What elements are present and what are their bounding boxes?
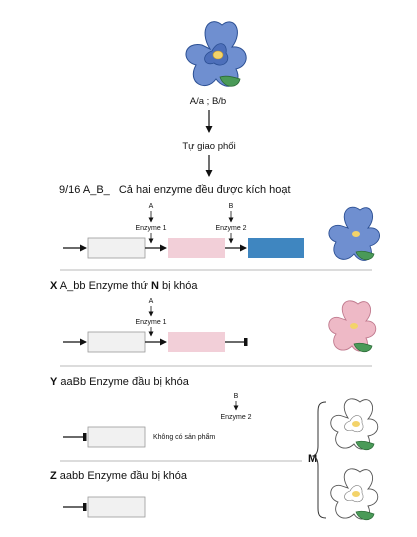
class2-header: X A_bb Enzyme thứ N bị khóa [50,280,198,292]
blue-pigment-box [248,238,304,258]
block-mark-4 [83,503,87,511]
precursor-box-3 [87,426,146,448]
class4-header: Z aabb Enzyme đầu bị khóa [50,470,188,482]
class2-desc-var: N [151,280,159,292]
precursor-box [87,237,146,259]
white-flower-icon-1 [330,398,379,451]
class4-genotype: aabb [60,470,84,482]
bracket [311,401,327,519]
white-flower-icon-2 [330,468,379,521]
gene-a-label-2: A [149,298,154,305]
class4-description: Enzyme đầu bị khóa [87,470,188,482]
precursor-box-4 [87,496,146,518]
gene-b-label: B [229,203,234,210]
class3-prefix: Y [50,376,58,388]
gene-b-label-3: B [234,393,239,400]
genotype-label: A/a ; B/b [190,96,226,107]
pink-pigment-box [168,332,225,352]
class2-genotype: A_bb [60,280,86,292]
block-mark [244,338,248,346]
class2-desc-end: bị khóa [162,280,198,292]
class3-genotype: aaBb [60,376,86,388]
bracket-label: M [308,453,317,465]
block-mark-3 [83,433,87,441]
intermediate-box [168,238,225,258]
class1-header: 9/16 A_B_ Cả hai enzyme đều được kích ho… [59,184,291,196]
class3-description: Enzyme đầu bị khóa [89,376,190,388]
enzyme1-label-2: Enzyme 1 [135,319,166,326]
enzyme1-label: Enzyme 1 [135,225,166,232]
class1-description: Cả hai enzyme đều được kích hoạt [119,184,291,196]
gene-a-label: A [149,203,154,210]
blue-flower-icon [328,206,380,261]
class2-prefix: X [50,280,58,292]
class1-ratio: 9/16 A_B_ [59,184,111,196]
class4-prefix: Z [50,470,57,482]
class2-desc-start: Enzyme thứ [89,280,149,292]
parent-flower-icon [185,21,247,87]
pink-flower-icon [328,300,377,353]
enzyme2-label: Enzyme 2 [215,225,246,232]
no-product-label: Không có sản phẩm [153,433,215,441]
precursor-box-2 [87,331,146,353]
enzyme2-label-3: Enzyme 2 [220,414,251,421]
class3-header: Y aaBb Enzyme đầu bị khóa [50,376,190,388]
cross-label: Tự giao phối [182,141,235,152]
